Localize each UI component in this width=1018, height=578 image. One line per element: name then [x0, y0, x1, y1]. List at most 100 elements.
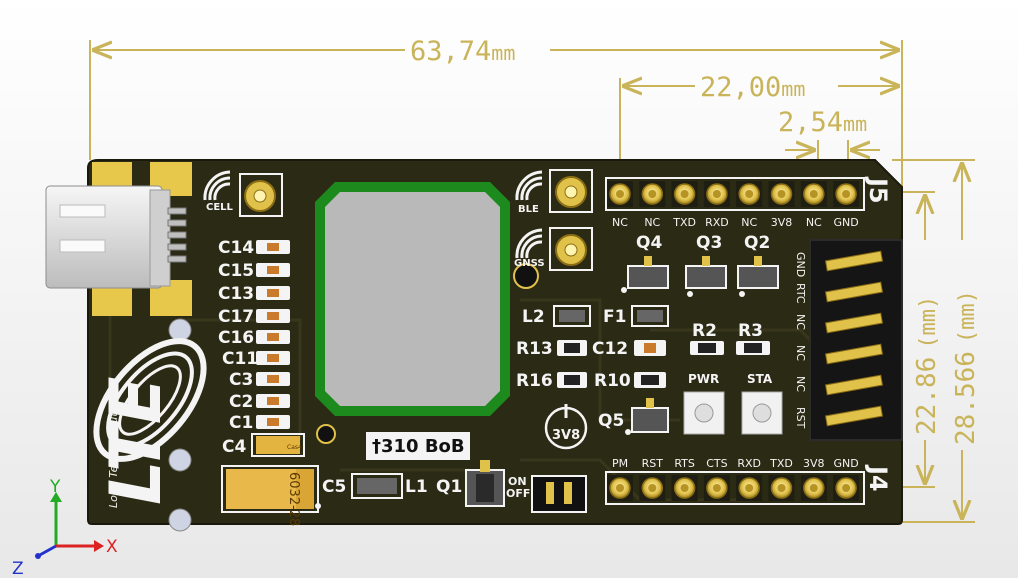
- mount-hole: [168, 508, 192, 532]
- dim-height-board: 28.566(mm): [951, 290, 981, 445]
- c4-outline: [251, 433, 305, 457]
- label-r10: R10: [594, 371, 631, 391]
- slide-switch: [465, 460, 505, 507]
- j4-pin-label: CTS: [706, 457, 727, 470]
- axis-label-x: X: [106, 537, 118, 557]
- antenna-label-gnss: GNSS: [514, 258, 545, 269]
- ufl-connector-cell: [239, 173, 283, 217]
- label-r13: R13: [516, 339, 553, 359]
- capacitor-column: [256, 240, 290, 429]
- l2-body: [559, 310, 585, 322]
- label-c14: C14: [218, 238, 254, 258]
- dim-header-span: 22,00mm: [700, 72, 805, 103]
- label-c13: C13: [218, 284, 254, 304]
- logo-lte-text: LTE: [95, 376, 177, 505]
- j5-pin-hole: [777, 190, 786, 198]
- board-title: †310 BoB: [372, 436, 465, 457]
- side-pin-label: NC: [794, 376, 807, 392]
- mount-hole: [168, 318, 192, 342]
- side-pin-label: GND: [794, 252, 807, 277]
- lte-module: [315, 182, 510, 416]
- transistor-q4: [621, 256, 669, 293]
- label-j4: J4: [864, 464, 892, 492]
- label-c2: C2: [229, 392, 253, 412]
- r3-marking: [744, 343, 762, 353]
- side-pin-label: NC: [794, 345, 807, 361]
- tantalum-outline: [221, 465, 319, 513]
- j4-pin-hole: [745, 484, 754, 492]
- side-pin-label: NC: [794, 314, 807, 330]
- label-c3: C3: [229, 370, 253, 390]
- j5-pin-hole: [648, 190, 657, 198]
- side-connector: [809, 239, 903, 441]
- j4-pin-label: RST: [642, 457, 664, 470]
- j4-header-pins: [607, 475, 860, 501]
- q5-pin: [646, 398, 654, 408]
- label-r16: R16: [516, 371, 553, 391]
- board-title-box: [366, 432, 470, 460]
- label-c5: C5: [322, 477, 346, 497]
- j5-outline: [605, 177, 865, 211]
- c12-marking: [644, 343, 656, 353]
- j4-pin-label: RXD: [737, 457, 761, 470]
- label-c4: C4: [222, 437, 246, 457]
- j4-pin-label: GND: [833, 457, 858, 470]
- j5-pin-label: NC: [741, 216, 757, 229]
- j4-pin-hole: [616, 484, 624, 492]
- axis-label-z: Z: [12, 559, 24, 578]
- j4-pin-label: RTS: [674, 457, 695, 470]
- c4-marking: Cas4: [287, 444, 302, 451]
- dim-pin-pitch: 2,54mm: [778, 107, 867, 138]
- j5-pin-hole: [616, 190, 624, 198]
- label-q2: Q2: [744, 233, 770, 253]
- l1-outline: [351, 473, 403, 499]
- label-f1: F1: [603, 307, 626, 327]
- c4-body: [256, 436, 300, 454]
- label-3v8-circle: 3V8: [552, 428, 580, 443]
- r16-marking: [564, 375, 580, 385]
- label-led-sta: STA: [747, 372, 773, 386]
- r13-marking: [564, 343, 580, 353]
- label-r3: R3: [738, 321, 763, 341]
- lte-logo: LTE Long Term Evolution: [93, 338, 207, 508]
- j4-pin-hole: [680, 484, 689, 492]
- j5-pin-hole: [745, 190, 754, 198]
- r10-marking: [641, 375, 659, 385]
- label-r2: R2: [692, 321, 717, 341]
- j4-pin-label: TXD: [769, 457, 793, 470]
- label-q5: Q5: [598, 411, 624, 431]
- label-q1: Q1: [436, 477, 462, 497]
- r2-marking: [698, 343, 716, 353]
- j5-pin-label: NC: [612, 216, 628, 229]
- led-sta: [741, 391, 783, 435]
- power-icon: [544, 404, 588, 450]
- logo-tagline: Long Term Evolution: [107, 396, 120, 508]
- mount-hole: [316, 424, 336, 444]
- j4-outline: [605, 471, 865, 505]
- mount-hole: [168, 448, 192, 472]
- q5-body: [631, 407, 669, 433]
- j4-pin-hole: [648, 484, 657, 492]
- j4-pin-hole: [809, 484, 818, 492]
- j5-pin-label: RXD: [705, 216, 729, 229]
- j4-pin-hole: [712, 484, 721, 492]
- dimension-lines: [89, 40, 975, 523]
- antenna-label-cell: CELL: [206, 202, 234, 213]
- led-pwr: [683, 391, 725, 435]
- antenna-label-ble: BLE: [518, 204, 539, 215]
- label-c1: C1: [229, 413, 253, 433]
- polarity-dot: [315, 503, 321, 509]
- transistor-q2: [737, 256, 779, 297]
- label-c11: C11: [222, 349, 258, 369]
- j5-pin-label: NC: [806, 216, 822, 229]
- side-pin-label: RTC: [794, 283, 807, 304]
- label-q4: Q4: [636, 233, 662, 253]
- q5-dot: [625, 429, 631, 435]
- transistor-q3: [685, 256, 727, 297]
- j5-pin-label: GND: [833, 216, 858, 229]
- axis-label-y: Y: [49, 477, 61, 497]
- l1-body: [357, 478, 397, 494]
